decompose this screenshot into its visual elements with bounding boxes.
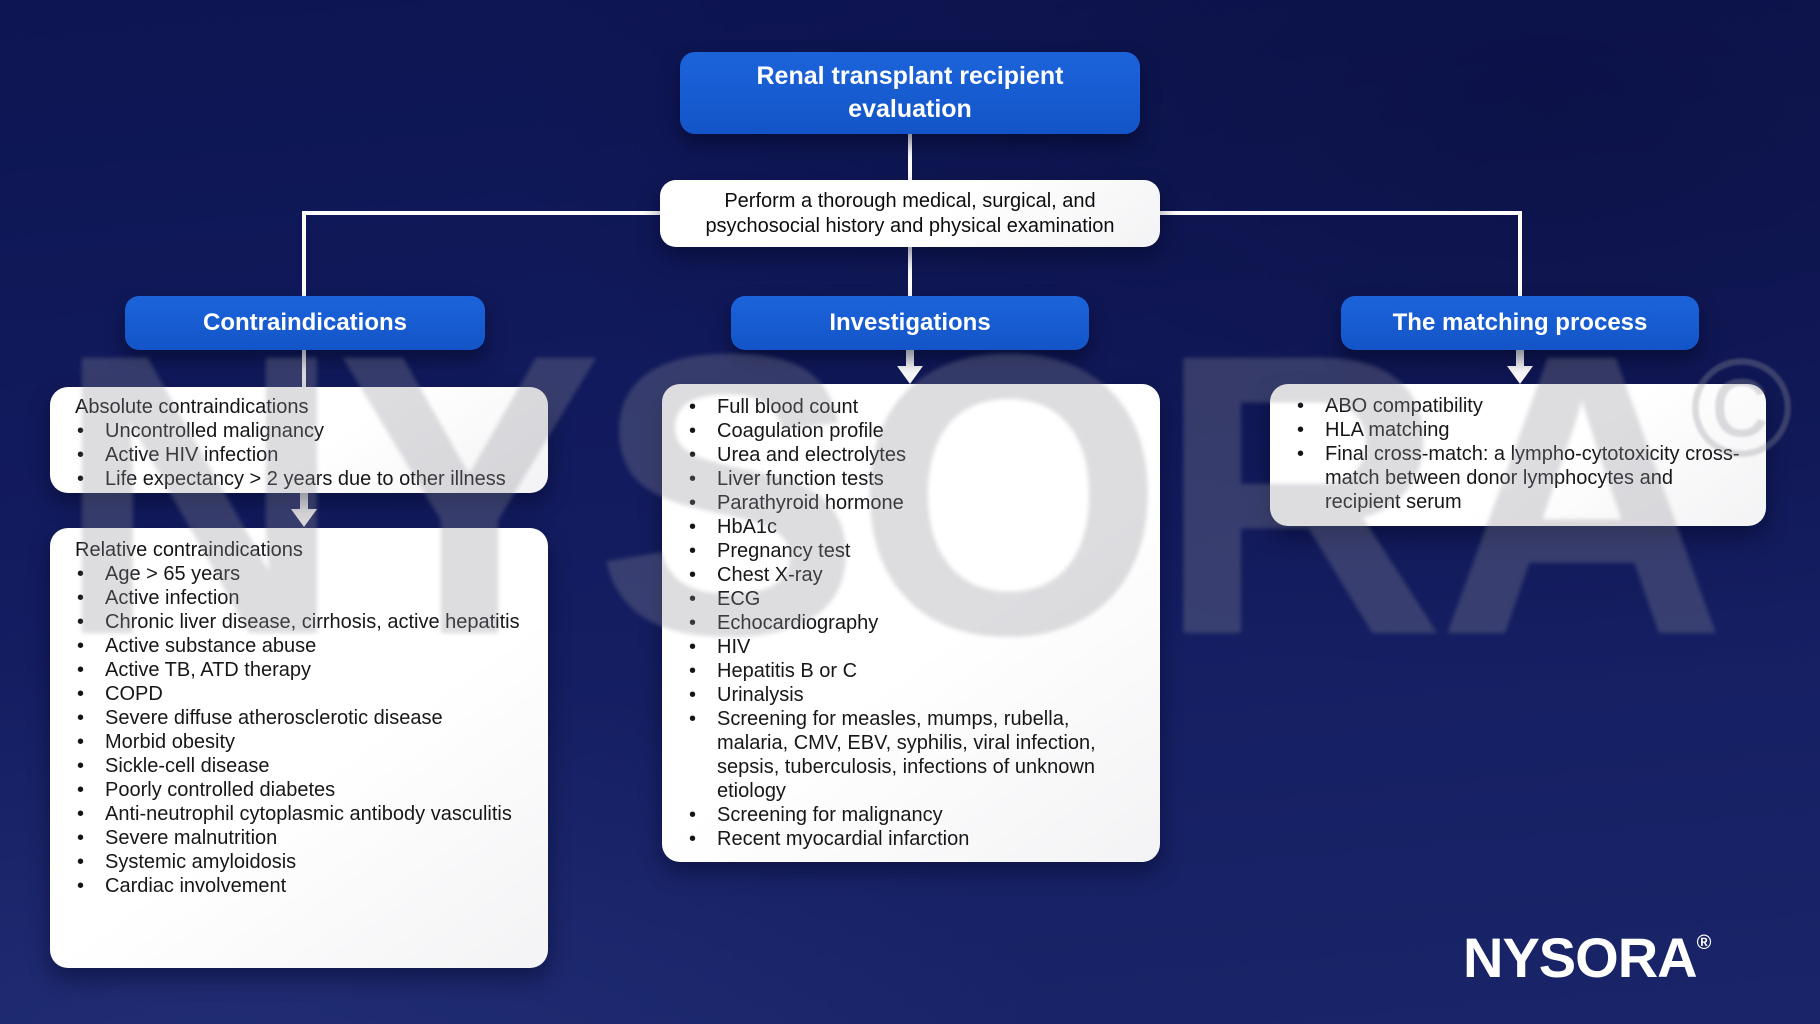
- card-title: Absolute contraindications: [75, 396, 309, 418]
- connector-right-vertical: [1518, 211, 1522, 353]
- list-item: Active HIV infection: [75, 443, 530, 467]
- list-item: Echocardiography: [687, 611, 1144, 635]
- list-item: Life expectancy > 2 years due to other i…: [75, 467, 530, 491]
- section-label: The matching process: [1392, 309, 1648, 336]
- card-title: Relative contraindications: [75, 539, 303, 561]
- section-node-investigations: Investigations: [731, 296, 1089, 350]
- matching-process-list: ABO compatibilityHLA matchingFinal cross…: [1295, 394, 1750, 514]
- list-item: Liver function tests: [687, 467, 1144, 491]
- list-item: ECG: [687, 587, 1144, 611]
- nysora-logo: NYSORA®: [1463, 925, 1711, 990]
- list-item: Final cross-match: a lympho-cytotoxicity…: [1295, 442, 1750, 514]
- arrow-stem: [906, 348, 914, 368]
- connector-center-vertical: [908, 211, 912, 353]
- section-node-matching: The matching process: [1341, 296, 1699, 350]
- registered-trademark-icon: ®: [1696, 932, 1712, 954]
- list-item: Age > 65 years: [75, 562, 530, 586]
- list-item: Chest X-ray: [687, 563, 1144, 587]
- list-item: HIV: [687, 635, 1144, 659]
- list-item: Active infection: [75, 586, 530, 610]
- section-label: Investigations: [829, 309, 991, 336]
- root-title-line1: Renal transplant recipient: [756, 62, 1064, 90]
- root-title-line2: evaluation: [848, 95, 972, 123]
- list-item: Full blood count: [687, 395, 1144, 419]
- list-item: Severe malnutrition: [75, 826, 530, 850]
- arrow-down-icon: [1507, 366, 1533, 384]
- list-item: HLA matching: [1295, 418, 1750, 442]
- root-node-title: Renal transplant recipient evaluation: [680, 52, 1140, 134]
- investigations-card: Full blood countCoagulation profileUrea …: [662, 384, 1160, 862]
- list-item: Urinalysis: [687, 683, 1144, 707]
- absolute-contraindications-list: Uncontrolled malignancyActive HIV infect…: [75, 419, 530, 491]
- list-item: Coagulation profile: [687, 419, 1144, 443]
- list-item: Chronic liver disease, cirrhosis, active…: [75, 610, 530, 634]
- list-item: Sickle-cell disease: [75, 754, 530, 778]
- nysora-logo-text: NYSORA: [1463, 926, 1698, 989]
- section-label: Contraindications: [202, 309, 407, 336]
- list-item: Uncontrolled malignancy: [75, 419, 530, 443]
- list-item: Severe diffuse atherosclerotic disease: [75, 706, 530, 730]
- intro-line2: psychosocial history and physical examin…: [705, 214, 1115, 237]
- list-item: Hepatitis B or C: [687, 659, 1144, 683]
- intro-line1: Perform a thorough medical, surgical, an…: [724, 189, 1096, 212]
- investigations-list: Full blood countCoagulation profileUrea …: [687, 395, 1144, 851]
- list-item: Cardiac involvement: [75, 874, 530, 898]
- list-item: Poorly controlled diabetes: [75, 778, 530, 802]
- list-item: Urea and electrolytes: [687, 443, 1144, 467]
- list-item: Active substance abuse: [75, 634, 530, 658]
- list-item: Recent myocardial infarction: [687, 827, 1144, 851]
- arrow-stem: [1516, 348, 1524, 368]
- section-node-contraindications: Contraindications: [125, 296, 485, 350]
- list-item: Screening for measles, mumps, rubella, m…: [687, 707, 1144, 803]
- relative-contraindications-list: Age > 65 yearsActive infectionChronic li…: [75, 562, 530, 898]
- list-item: Screening for malignancy: [687, 803, 1144, 827]
- list-item: Pregnancy test: [687, 539, 1144, 563]
- connector-root-to-intro: [908, 125, 912, 185]
- relative-contraindications-card: Relative contraindications Age > 65 year…: [50, 528, 548, 968]
- list-item: Systemic amyloidosis: [75, 850, 530, 874]
- arrow-down-icon: [897, 366, 923, 384]
- list-item: Active TB, ATD therapy: [75, 658, 530, 682]
- list-item: Parathyroid hormone: [687, 491, 1144, 515]
- arrow-stem: [300, 491, 308, 511]
- list-item: HbA1c: [687, 515, 1144, 539]
- list-item: COPD: [75, 682, 530, 706]
- arrow-down-icon: [291, 509, 317, 527]
- matching-process-card: ABO compatibilityHLA matchingFinal cross…: [1270, 384, 1766, 526]
- list-item: Morbid obesity: [75, 730, 530, 754]
- absolute-contraindications-card: Absolute contraindications Uncontrolled …: [50, 387, 548, 493]
- list-item: Anti-neutrophil cytoplasmic antibody vas…: [75, 802, 530, 826]
- intro-card: Perform a thorough medical, surgical, an…: [660, 180, 1160, 247]
- list-item: ABO compatibility: [1295, 394, 1750, 418]
